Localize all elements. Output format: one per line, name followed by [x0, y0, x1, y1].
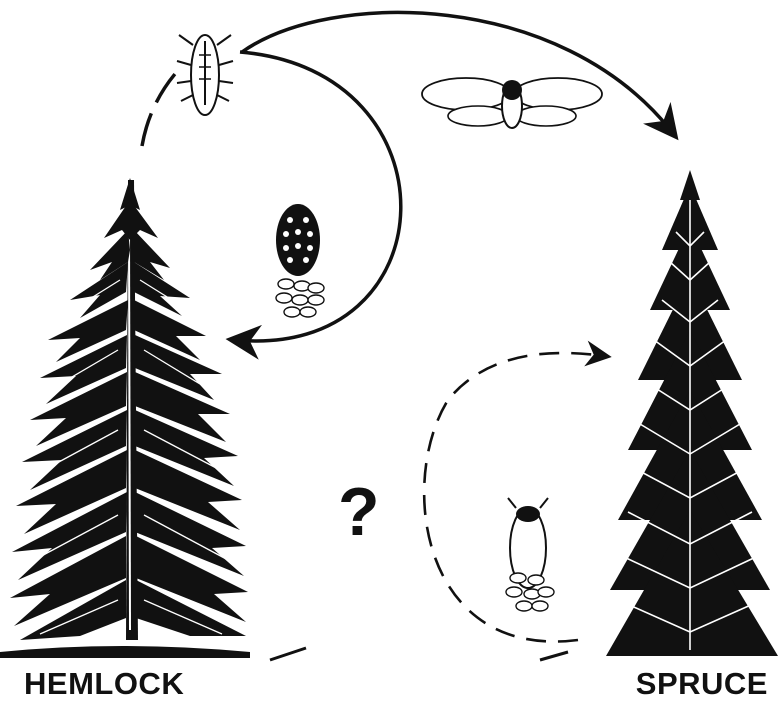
winged-adult: [422, 78, 602, 128]
hemlock-label: HEMLOCK: [24, 668, 184, 699]
crawler-nymph: [177, 35, 233, 115]
hemlock-tree: [0, 178, 250, 658]
spruce-label: SPRUCE: [636, 668, 768, 699]
adult-with-eggs-bottom: [506, 498, 554, 611]
question-mark: ?: [338, 478, 380, 546]
arc-bottom-stub: [270, 648, 306, 660]
sessile-adult-with-eggs: [276, 204, 324, 317]
dashed-arrow-to-spruce: [424, 353, 604, 642]
arc-bottom-stub-right: [540, 652, 568, 660]
spruce-tree: [606, 170, 778, 656]
arc-left-segment: [142, 66, 182, 146]
